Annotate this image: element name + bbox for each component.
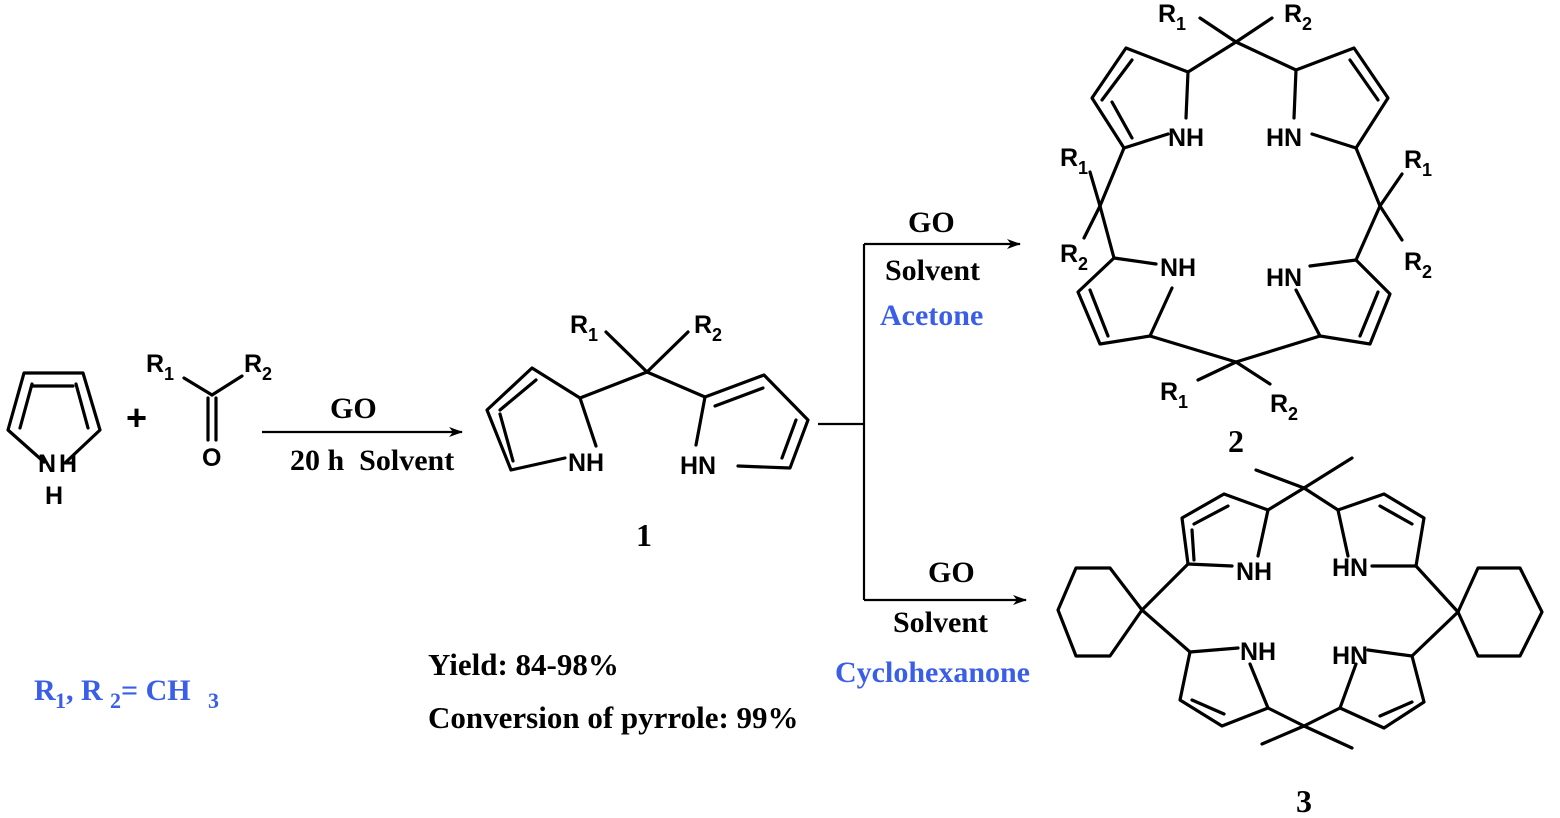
svg-text:HN: HN: [1332, 554, 1368, 582]
svg-text:1: 1: [1078, 158, 1088, 178]
calixpyrrole-structure-2: NH HN NH HN R 1 R 2 R 1 R 2 R 1 R 2 R 1 …: [1060, 0, 1432, 424]
svg-text:2: 2: [1422, 262, 1432, 282]
svg-text:NH: NH: [1236, 558, 1272, 586]
svg-text:3: 3: [208, 688, 219, 713]
acetone-arrow-solvent-name: Acetone: [880, 299, 983, 332]
svg-text:R: R: [1404, 248, 1422, 276]
ketone-structure: R 1 R 2 O: [146, 350, 272, 472]
svg-text:R: R: [1060, 240, 1078, 268]
branch-arrows: GO Solvent Acetone GO Solvent Cyclohexan…: [818, 206, 1030, 689]
svg-text:1: 1: [164, 364, 174, 384]
svg-text:2: 2: [1288, 404, 1298, 424]
calixpyrrole-structure-3: NH HN NH HN: [1056, 456, 1544, 750]
svg-text:NH: NH: [1240, 638, 1276, 666]
svg-text:2: 2: [1302, 14, 1312, 34]
svg-text:R: R: [1284, 0, 1302, 28]
svg-text:R: R: [570, 311, 588, 339]
svg-text:1: 1: [1422, 160, 1432, 180]
svg-text:R: R: [1158, 0, 1176, 28]
svg-text:R: R: [34, 674, 56, 707]
svg-text:NH: NH: [1160, 254, 1196, 282]
yield-text: Yield: 84-98%: [428, 647, 619, 682]
svg-text:= CH: = CH: [121, 674, 191, 707]
pyrrole-structure: N H H: [6, 371, 102, 510]
svg-text:NH: NH: [568, 449, 604, 477]
svg-text:2: 2: [262, 364, 272, 384]
pyrrole-h: H: [45, 482, 63, 510]
svg-text:R: R: [1404, 146, 1422, 174]
svg-text:HN: HN: [680, 452, 716, 480]
compound-2-label: 2: [1228, 423, 1244, 459]
svg-text:R: R: [244, 350, 262, 378]
cyclohexanone-arrow-reagent: GO: [928, 556, 975, 589]
svg-text:2: 2: [1078, 254, 1088, 274]
arrow-step1: GO 20 h Solvent: [262, 392, 463, 477]
svg-text:1: 1: [588, 325, 598, 345]
svg-text:1: 1: [55, 688, 66, 713]
svg-text:HN: HN: [1332, 642, 1368, 670]
arrow1-reagent: GO: [330, 392, 377, 425]
svg-text:R: R: [1270, 390, 1288, 418]
arrow1-conditions: 20 h Solvent: [290, 444, 454, 477]
svg-text:NH: NH: [1168, 124, 1204, 152]
acetone-arrow-reagent: GO: [908, 206, 955, 239]
pyrrole-nh-n: N: [38, 450, 56, 478]
svg-text:R: R: [146, 350, 164, 378]
cyclohexanone-arrow-solvent: Solvent: [893, 606, 988, 639]
svg-text:2: 2: [110, 688, 121, 713]
svg-text:2: 2: [712, 325, 722, 345]
dipyrromethane-structure: NH HN R 1 R 2: [485, 311, 810, 480]
conversion-text: Conversion of pyrrole: 99%: [428, 700, 799, 735]
pyrrole-nh-h: H: [59, 450, 77, 478]
svg-text:1: 1: [1176, 14, 1186, 34]
svg-text:HN: HN: [1266, 264, 1302, 292]
svg-text:HN: HN: [1266, 124, 1302, 152]
compound-3-label: 3: [1296, 783, 1312, 818]
acetone-arrow-solvent: Solvent: [885, 254, 980, 287]
ketone-oxygen: O: [202, 444, 221, 472]
svg-text:1: 1: [1178, 392, 1188, 412]
svg-text:, R: , R: [66, 674, 103, 707]
cyclohexanone-arrow-solvent-name: Cyclohexanone: [835, 656, 1030, 689]
svg-text:R: R: [694, 311, 712, 339]
substituent-definition: R 1 , R 2 = CH 3: [34, 674, 219, 713]
plus-sign: +: [126, 397, 147, 438]
svg-text:R: R: [1160, 378, 1178, 406]
compound-1-label: 1: [636, 517, 652, 553]
svg-text:R: R: [1060, 144, 1078, 172]
